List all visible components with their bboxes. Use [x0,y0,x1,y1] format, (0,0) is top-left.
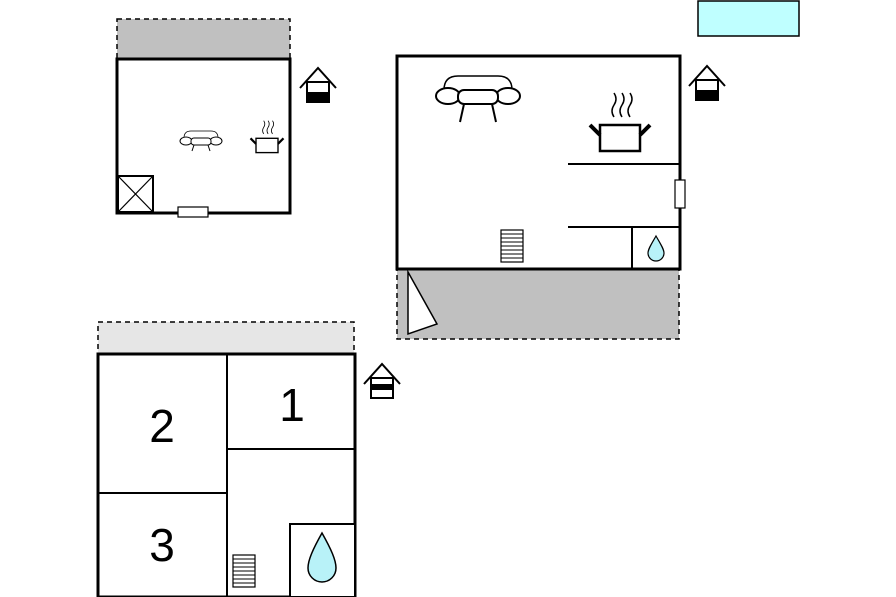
terrace-main [396,268,680,340]
pool [697,0,800,37]
building-bottom: 1 2 3 [96,321,357,597]
cooking-pot-icon [249,120,285,154]
door-icon [407,269,439,336]
balcony-bottom [97,321,355,355]
window-icon [674,179,686,209]
room-main [395,54,682,271]
storage-box-icon [117,175,154,213]
staircase-icon [232,554,256,588]
entrance-icon [363,362,401,399]
terrace-small [116,18,291,60]
cooking-pot-icon [588,92,652,153]
water-drop-icon [647,234,665,262]
room-number-1: 1 [279,379,305,431]
room-number-3: 3 [149,519,175,571]
water-drop-icon [307,531,337,583]
room-number-2: 2 [149,400,175,452]
building-small [115,18,292,218]
entrance-icon [688,64,726,101]
sofa-icon [435,75,521,123]
sofa-icon [179,130,223,152]
window-icon [177,206,209,218]
entrance-icon [299,66,337,103]
building-main [395,54,686,340]
staircase-icon [500,229,524,263]
